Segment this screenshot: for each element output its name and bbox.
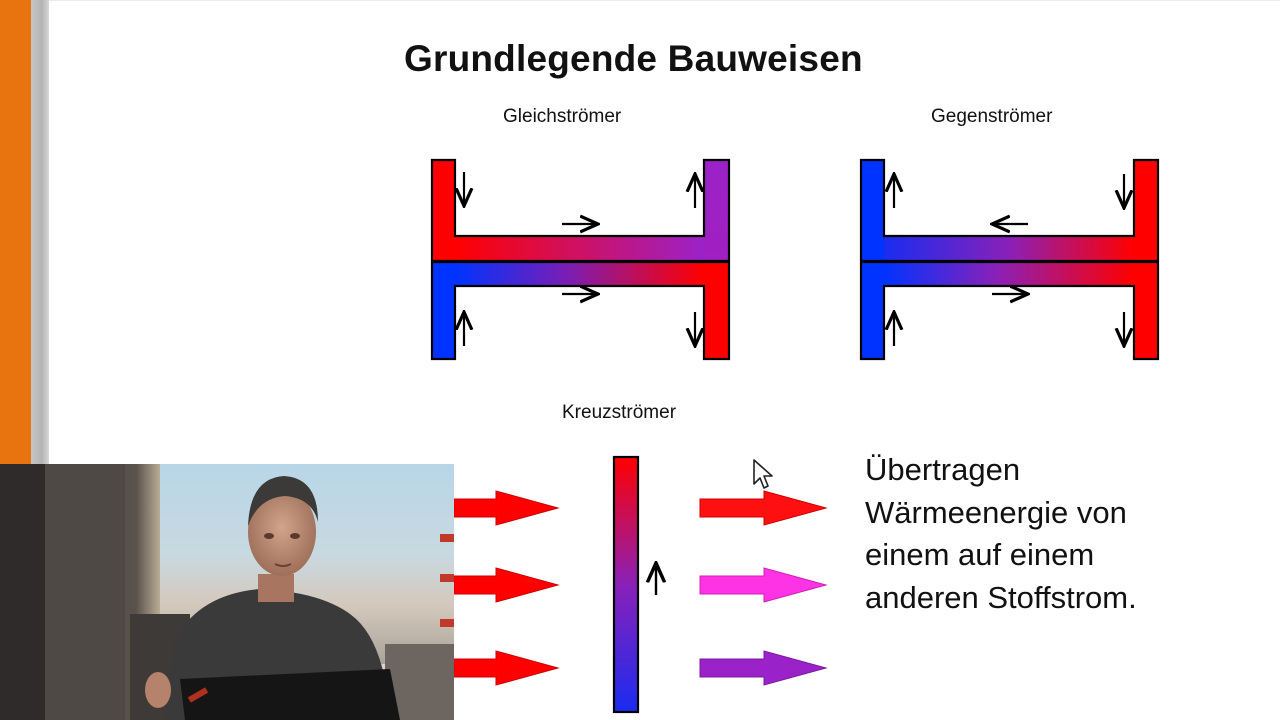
counter-flow-diagram	[859, 158, 1160, 361]
cross-vertical-channel	[612, 455, 640, 714]
mouse-cursor-icon	[753, 459, 773, 489]
inflow-arrow-icon	[453, 650, 560, 686]
inflow-arrow-icon	[453, 567, 560, 603]
counter-cold-outlet-pipe	[861, 160, 884, 261]
counter-flow-label: Gegenströmer	[931, 106, 1053, 127]
description-text: Übertragen Wärmeenergie von einem auf ei…	[865, 452, 1137, 615]
parallel-hot-inlet-pipe	[432, 160, 455, 261]
inflow-arrow-icon	[453, 490, 560, 526]
outflow-arrow-icon	[699, 490, 828, 526]
parallel-cold-channel	[455, 262, 704, 286]
counter-cold-channel	[884, 262, 1134, 286]
counter-hot-inlet-pipe	[1134, 160, 1158, 261]
outflow-arrow-icon	[699, 650, 828, 686]
counter-hot-channel	[884, 236, 1134, 261]
cross-flow-diagram	[453, 455, 828, 714]
counter-cold-inlet-pipe	[861, 262, 884, 359]
cross-flow-label: Kreuzströmer	[562, 402, 677, 423]
parallel-hot-outlet-pipe	[704, 160, 729, 261]
outflow-arrow-icon	[699, 567, 828, 603]
parallel-hot-channel	[455, 236, 704, 261]
parallel-cold-inlet-pipe	[432, 262, 455, 359]
parallel-cold-outlet-pipe	[704, 262, 729, 359]
parallel-flow-diagram	[430, 158, 731, 361]
slide-title: Grundlegende Bauweisen	[404, 38, 863, 79]
slide-top-border	[49, 0, 1280, 1]
presenter-webcam	[0, 464, 454, 720]
counter-hot-outlet-pipe	[1134, 262, 1158, 359]
parallel-flow-label: Gleichströmer	[503, 106, 622, 127]
